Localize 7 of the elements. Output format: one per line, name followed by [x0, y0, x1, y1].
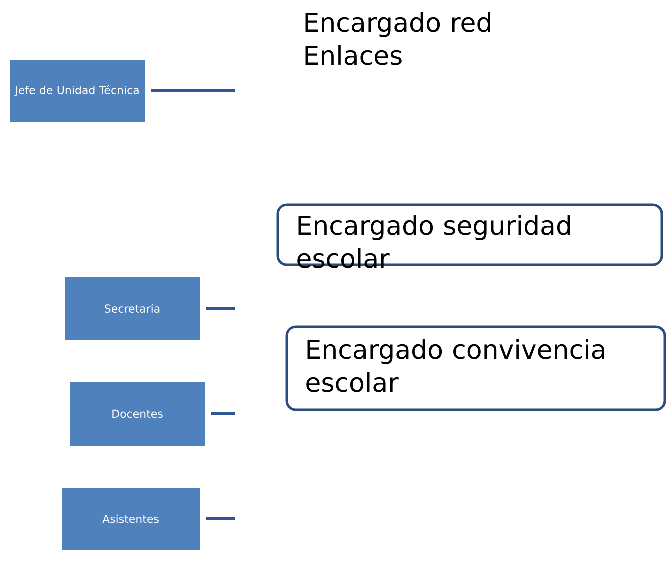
- process-box: Secretaría: [65, 277, 200, 340]
- heading-text: Encargado red Enlaces: [306, 12, 490, 66]
- rounded-box: Encargado seguridad escolar: [276, 204, 664, 268]
- process-box: Asistentes: [62, 488, 200, 550]
- rounded-box: Encargado convivencia escolar: [286, 326, 666, 412]
- process-box: Jefe de Unidad Técnica: [10, 60, 145, 122]
- process-box: Docentes: [70, 382, 205, 446]
